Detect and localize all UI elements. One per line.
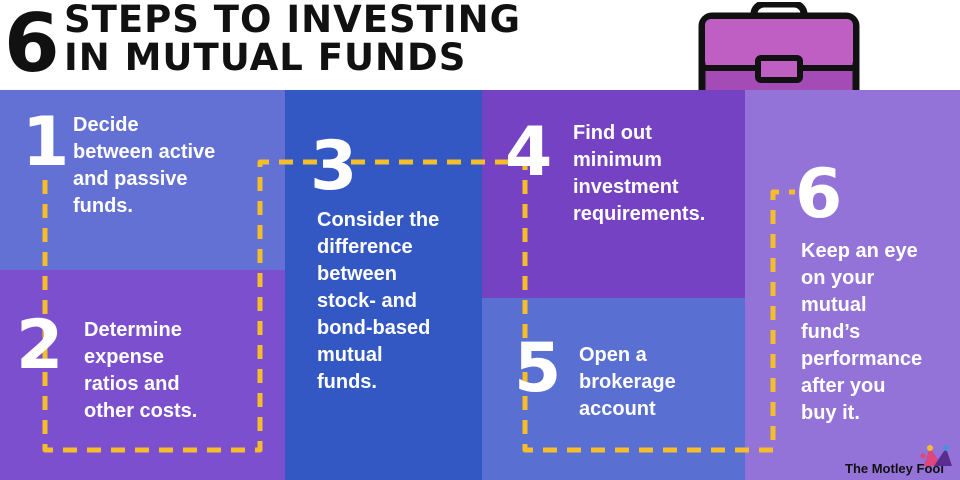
step-4-number: 4 — [505, 113, 553, 192]
step-3-number: 3 — [310, 127, 358, 206]
step-2-text: Determine expense ratios and other costs… — [84, 319, 198, 422]
header-title-line2: IN MUTUAL FUNDS — [64, 36, 467, 79]
step-1-text: Decide between active and passive funds. — [73, 114, 216, 217]
jester-cap-icon — [920, 445, 952, 466]
step-3-text: Consider the difference between stock- a… — [317, 209, 440, 393]
step-5-text: Open a brokerage account — [579, 344, 676, 420]
step-5-number: 5 — [514, 329, 562, 408]
step-6-panel-top — [745, 90, 960, 130]
step-6-number: 6 — [795, 155, 843, 234]
brand-name: The Motley Fool — [845, 461, 944, 476]
step-3-panel — [285, 90, 482, 480]
step-4-text: Find out minimum investment requirements… — [573, 122, 706, 225]
step-6-text: Keep an eye on your mutual fund’s perfor… — [801, 240, 923, 424]
step-1-number: 1 — [22, 103, 70, 182]
step-6-panel — [745, 130, 960, 480]
header-title-line1: STEPS TO INVESTING — [64, 0, 522, 41]
step-2-number: 2 — [16, 306, 64, 385]
header-number: 6 — [4, 0, 60, 90]
